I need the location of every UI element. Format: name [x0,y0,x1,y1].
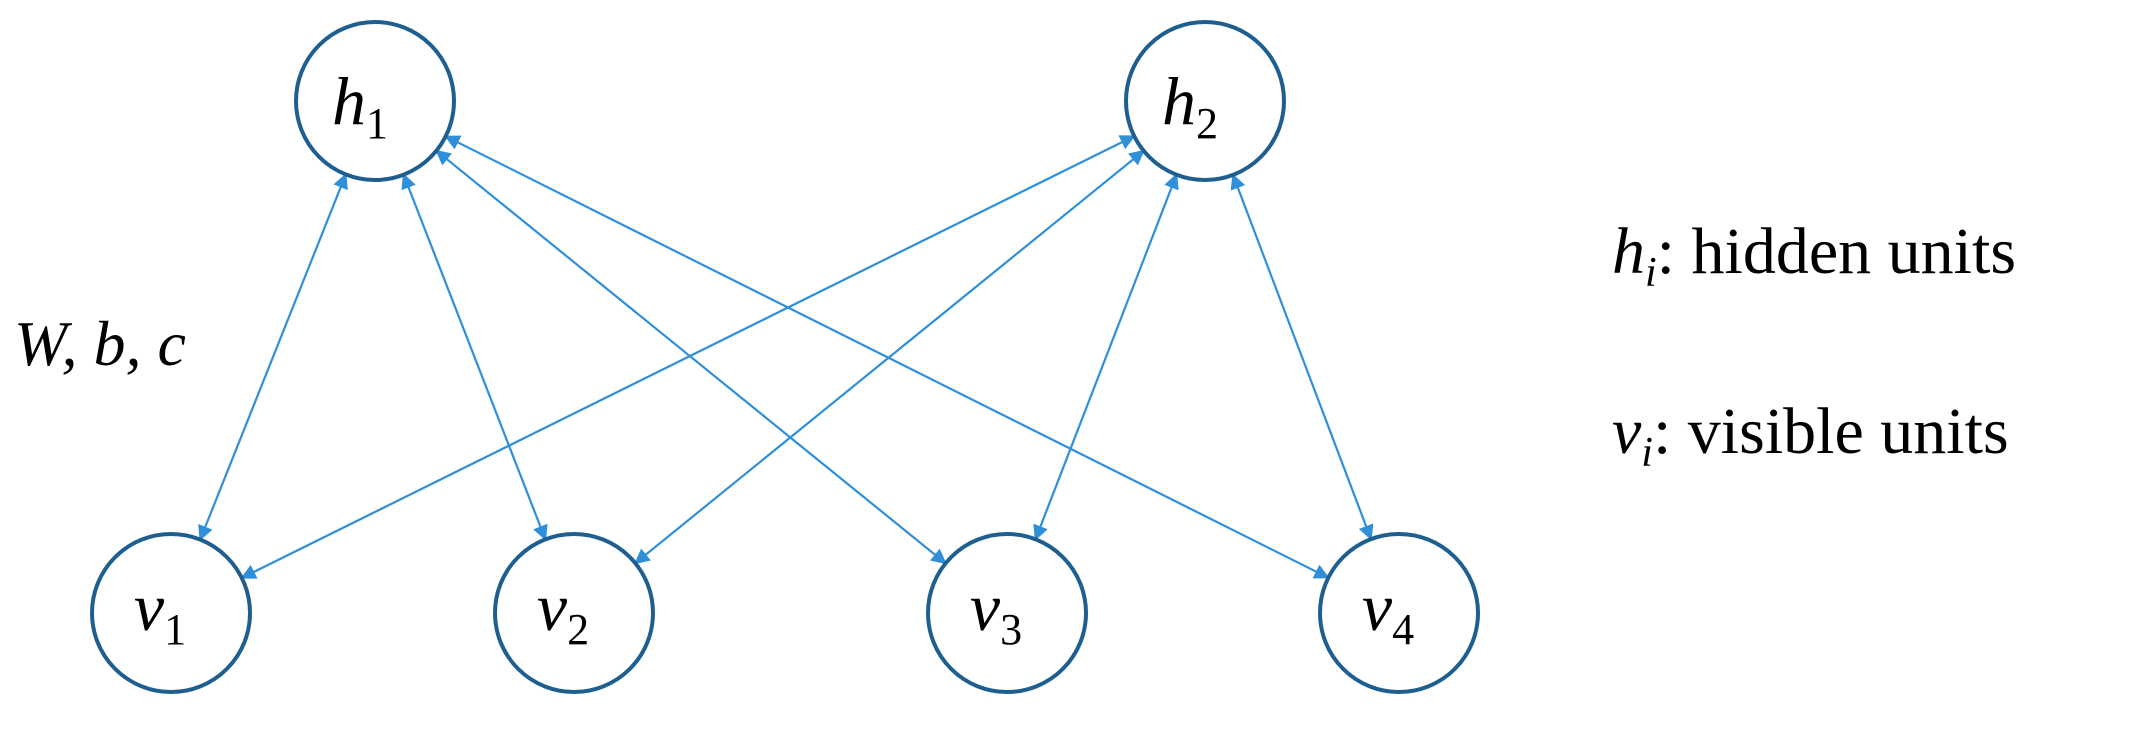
node-v4: v4 [1318,532,1480,694]
legend-hidden-units: hi: hidden units [1612,215,2016,296]
legend-visible-units: vi: visible units [1612,395,2009,476]
parameters-label: W, b, c [14,308,186,379]
edge-h1-v3 [435,149,947,565]
edge-h2-v2 [634,149,1145,565]
node-v1-label: v1 [134,569,186,654]
node-h1: h1 [294,20,456,182]
edge-h2-v3 [1033,173,1179,541]
node-v2: v2 [493,532,655,694]
edge-h2-v1 [240,135,1136,579]
edge-h2-v4 [1230,173,1374,541]
node-v3: v3 [926,532,1088,694]
node-v2-label: v2 [537,569,589,654]
node-h2: h2 [1124,20,1286,182]
edge-h1-v2 [401,173,548,541]
edges-group [198,135,1374,579]
node-h1-label: h1 [332,63,388,148]
node-v1: v1 [90,532,252,694]
edge-h1-v1 [198,172,348,542]
node-v3-label: v3 [970,569,1022,654]
edge-h1-v4 [444,135,1330,579]
legend: hi: hidden units vi: visible units [1612,215,2016,476]
node-h2-label: h2 [1162,63,1218,148]
node-v4-label: v4 [1362,569,1414,654]
